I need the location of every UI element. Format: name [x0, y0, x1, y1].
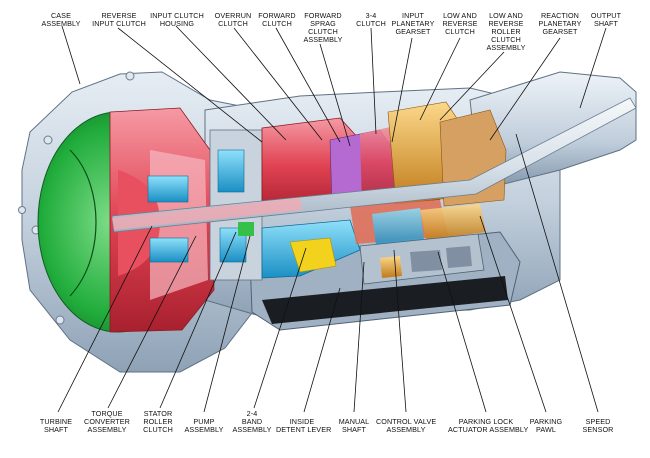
clutch-packs — [261, 101, 507, 279]
main-shaft — [111, 97, 637, 233]
leader-lines — [57, 25, 607, 413]
valve-body — [359, 233, 485, 285]
